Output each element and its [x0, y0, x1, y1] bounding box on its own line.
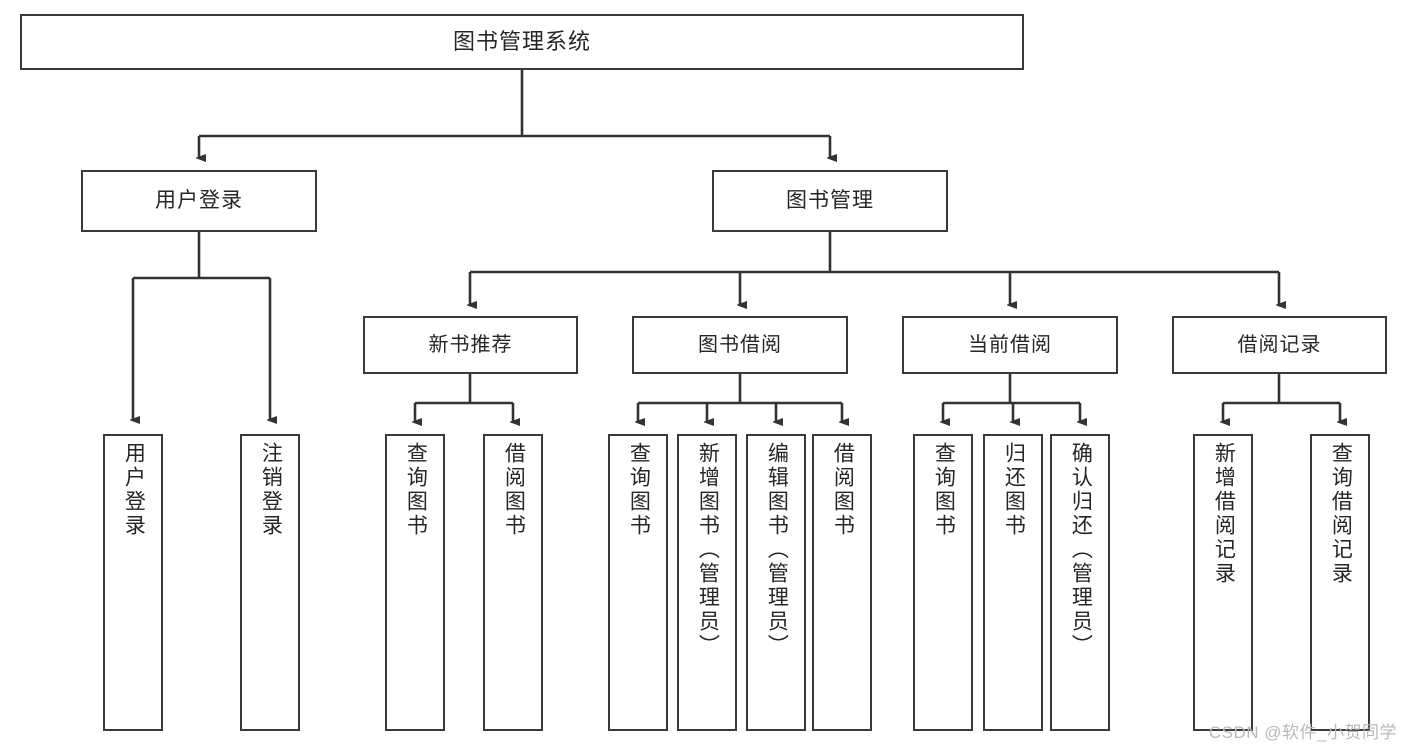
leaf-user-login-logout[interactable]: 注销登录	[240, 434, 300, 731]
leaf-user-login-logout-label: 注销登录	[259, 442, 283, 538]
node-root[interactable]: 图书管理系统	[20, 14, 1024, 70]
csdn-watermark: CSDN @软件_小贺同学	[1208, 723, 1397, 742]
node-current-borrow-label: 当前借阅	[968, 334, 1052, 356]
node-borrow-records[interactable]: 借阅记录	[1172, 316, 1387, 374]
leaf-user-login-login-label: 用户登录	[122, 442, 146, 538]
leaf-new-book-borrow-label: 借阅图书	[502, 442, 526, 538]
leaf-borrow-add-book-label: 新增图书（管理员）	[696, 442, 720, 658]
leaf-current-query-book[interactable]: 查询图书	[913, 434, 973, 731]
node-user-login-label: 用户登录	[155, 189, 243, 213]
node-book-borrow-label: 图书借阅	[698, 334, 782, 356]
leaf-records-query-record-label: 查询借阅记录	[1329, 442, 1353, 586]
leaf-borrow-query-book-label: 查询图书	[627, 442, 651, 538]
leaf-new-book-query[interactable]: 查询图书	[385, 434, 445, 731]
leaf-new-book-borrow[interactable]: 借阅图书	[483, 434, 543, 731]
leaf-current-query-book-label: 查询图书	[932, 442, 956, 538]
leaf-borrow-borrow-book-label: 借阅图书	[831, 442, 855, 538]
leaf-records-add-record[interactable]: 新增借阅记录	[1193, 434, 1253, 731]
leaf-current-return-book-label: 归还图书	[1002, 442, 1026, 538]
node-user-login[interactable]: 用户登录	[81, 170, 317, 232]
leaf-borrow-add-book[interactable]: 新增图书（管理员）	[677, 434, 737, 731]
leaf-current-return-book[interactable]: 归还图书	[983, 434, 1043, 731]
leaf-borrow-borrow-book[interactable]: 借阅图书	[812, 434, 872, 731]
node-root-label: 图书管理系统	[452, 28, 591, 54]
leaf-records-add-record-label: 新增借阅记录	[1212, 442, 1236, 586]
leaf-current-confirm-return[interactable]: 确认归还（管理员）	[1050, 434, 1110, 731]
leaf-borrow-query-book[interactable]: 查询图书	[608, 434, 668, 731]
leaf-borrow-edit-book[interactable]: 编辑图书（管理员）	[746, 434, 806, 731]
leaf-records-query-record[interactable]: 查询借阅记录	[1310, 434, 1370, 731]
node-book-management[interactable]: 图书管理	[712, 170, 948, 232]
node-book-management-label: 图书管理	[786, 189, 874, 213]
leaf-new-book-query-label: 查询图书	[404, 442, 428, 538]
leaf-user-login-login[interactable]: 用户登录	[103, 434, 163, 731]
leaf-borrow-edit-book-label: 编辑图书（管理员）	[765, 442, 789, 658]
node-new-book-recommend-label: 新书推荐	[428, 334, 513, 356]
leaf-current-confirm-return-label: 确认归还（管理员）	[1069, 442, 1093, 658]
node-current-borrow[interactable]: 当前借阅	[902, 316, 1118, 374]
node-borrow-records-label: 借阅记录	[1237, 334, 1322, 356]
node-new-book-recommend[interactable]: 新书推荐	[363, 316, 578, 374]
node-book-borrow[interactable]: 图书借阅	[632, 316, 848, 374]
